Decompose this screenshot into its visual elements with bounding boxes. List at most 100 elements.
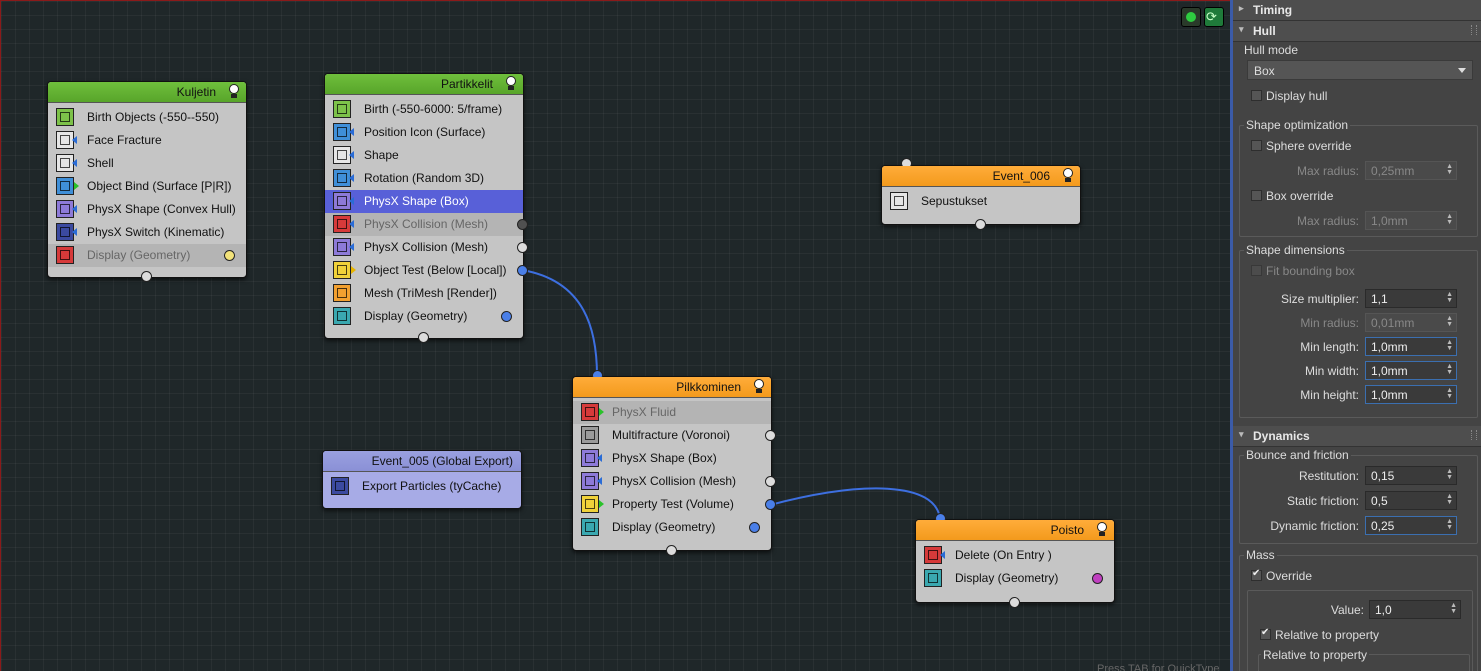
operator-row[interactable]: Object Bind (Surface [P|R]) — [48, 175, 246, 198]
min-width-spinner[interactable]: 1,0mm▲▼ — [1365, 361, 1457, 380]
sphere-override-checkbox[interactable] — [1251, 140, 1262, 151]
operator-row[interactable]: Birth Objects (-550--550) — [48, 106, 246, 129]
output-port[interactable] — [765, 476, 776, 487]
input-port[interactable] — [418, 332, 429, 343]
size-multiplier-spinner[interactable]: 1,1▲▼ — [1365, 289, 1457, 308]
operator-row[interactable]: PhysX Shape (Box) — [573, 447, 771, 470]
panel-splitter[interactable] — [1230, 0, 1233, 671]
grip-icon[interactable] — [1471, 25, 1477, 35]
node-header[interactable]: Poisto — [916, 520, 1114, 541]
override-checkbox[interactable] — [1251, 568, 1262, 581]
max-radius-spinner[interactable]: 1,0mm▲▼ — [1365, 211, 1457, 230]
mesh-icon — [333, 284, 351, 302]
operator-row[interactable]: Display (Geometry) — [48, 244, 246, 267]
display-icon — [581, 518, 599, 536]
hull-mode-dropdown[interactable]: Box — [1247, 60, 1473, 80]
spinner-value: 1,0mm — [1371, 340, 1408, 354]
spinner-value: 0,25 — [1371, 519, 1395, 533]
output-port[interactable] — [749, 522, 760, 533]
output-port[interactable] — [975, 219, 986, 230]
output-port[interactable] — [501, 311, 512, 322]
operator-label: Birth Objects (-550--550) — [87, 110, 220, 124]
output-port[interactable] — [224, 250, 235, 261]
event-node-partikkelit[interactable]: Partikkelit Birth (-550-6000: 5/frame) P… — [324, 73, 528, 343]
operator-row[interactable]: Sepustukset — [882, 190, 1080, 213]
operator-row[interactable]: PhysX Switch (Kinematic) — [48, 221, 246, 244]
min-radius-spinner[interactable]: 0,01mm▲▼ — [1365, 313, 1457, 332]
operator-label: PhysX Fluid — [612, 405, 677, 419]
status-indicator-button[interactable] — [1181, 7, 1201, 27]
event-graph-canvas[interactable]: Kuljetin Birth Objects (-550--550) Face … — [0, 0, 1230, 671]
operator-row[interactable]: Delete (On Entry ) — [916, 544, 1114, 567]
operator-row[interactable]: Object Test (Below [Local]) — [325, 259, 528, 282]
output-port[interactable] — [765, 499, 776, 510]
operator-row[interactable]: PhysX Fluid — [573, 401, 771, 424]
operator-row[interactable]: Export Particles (tyCache) — [323, 475, 521, 498]
operator-row[interactable]: Shell — [48, 152, 246, 175]
lightbulb-icon[interactable] — [1095, 522, 1109, 537]
restitution-label: Restitution: — [1298, 469, 1359, 483]
lightbulb-icon[interactable] — [504, 76, 518, 91]
operator-label: Face Fracture — [87, 133, 162, 147]
output-port[interactable] — [517, 265, 528, 276]
operator-row[interactable]: Display (Geometry) — [916, 567, 1114, 590]
operator-row[interactable]: Face Fracture — [48, 129, 246, 152]
event-node-kuljetin[interactable]: Kuljetin Birth Objects (-550--550) Face … — [47, 81, 247, 282]
event-node-event005[interactable]: Event_005 (Global Export) Export Particl… — [322, 450, 522, 509]
rollout-timing[interactable]: ▸ Timing — [1233, 0, 1481, 21]
operator-row[interactable]: PhysX Collision (Mesh) — [325, 213, 528, 236]
mass-group — [1239, 555, 1478, 671]
fit-bounding-box-checkbox[interactable] — [1251, 265, 1262, 276]
restitution-spinner[interactable]: 0,15▲▼ — [1365, 466, 1457, 485]
operator-label: Object Test (Below [Local]) — [364, 263, 507, 277]
output-port[interactable] — [517, 242, 528, 253]
event-node-event006[interactable]: Event_006 Sepustukset — [881, 158, 1081, 230]
grip-icon[interactable] — [1471, 430, 1477, 440]
output-port[interactable] — [517, 219, 528, 230]
min-height-spinner[interactable]: 1,0mm▲▼ — [1365, 385, 1457, 404]
operator-label: PhysX Shape (Box) — [364, 194, 469, 208]
static-friction-spinner[interactable]: 0,5▲▼ — [1365, 491, 1457, 510]
rollout-hull[interactable]: ▾ Hull — [1233, 21, 1481, 42]
value-spinner[interactable]: 1,0▲▼ — [1369, 600, 1461, 619]
max-radius-spinner[interactable]: 0,25mm▲▼ — [1365, 161, 1457, 180]
operator-row[interactable]: Mesh (TriMesh [Render]) — [325, 282, 523, 305]
operator-row[interactable]: PhysX Shape (Convex Hull) — [48, 198, 246, 221]
event-node-poisto[interactable]: Poisto Delete (On Entry ) Display (Geome… — [915, 513, 1115, 608]
node-header[interactable]: Event_006 — [882, 166, 1080, 187]
operator-row[interactable]: PhysX Collision (Mesh) — [573, 470, 776, 493]
output-port[interactable] — [1009, 597, 1020, 608]
display-hull-checkbox[interactable] — [1251, 90, 1262, 101]
input-port[interactable] — [141, 271, 152, 282]
operator-row[interactable]: Display (Geometry) — [325, 305, 523, 328]
node-header[interactable]: Kuljetin — [48, 82, 246, 103]
lightbulb-icon[interactable] — [1061, 168, 1075, 183]
output-port[interactable] — [765, 430, 776, 441]
dynamic-friction-spinner[interactable]: 0,25▲▼ — [1365, 516, 1457, 535]
box-override-checkbox[interactable] — [1251, 190, 1262, 201]
physx-fluid-icon — [581, 403, 599, 421]
node-header[interactable]: Partikkelit — [325, 74, 523, 95]
min-length-spinner[interactable]: 1,0mm▲▼ — [1365, 337, 1457, 356]
wire-partikkelit-to-pilkkominen — [521, 269, 598, 377]
lightbulb-icon[interactable] — [752, 379, 766, 394]
operator-row[interactable]: Position Icon (Surface) — [325, 121, 523, 144]
output-port[interactable] — [666, 545, 677, 556]
operator-row[interactable]: PhysX Collision (Mesh) — [325, 236, 528, 259]
operator-row[interactable]: Property Test (Volume) — [573, 493, 776, 516]
output-port[interactable] — [1092, 573, 1103, 584]
operator-row[interactable]: Birth (-550-6000: 5/frame) — [325, 98, 523, 121]
event-node-pilkkominen[interactable]: Pilkkominen PhysX Fluid Multifracture (V… — [572, 370, 776, 556]
node-header[interactable]: Event_005 (Global Export) — [323, 451, 521, 472]
node-header[interactable]: Pilkkominen — [573, 377, 771, 398]
operator-row[interactable]: Shape — [325, 144, 523, 167]
operator-label: PhysX Shape (Convex Hull) — [87, 202, 236, 216]
operator-row[interactable]: Multifracture (Voronoi) — [573, 424, 776, 447]
refresh-button[interactable]: ⟳ — [1204, 7, 1224, 27]
lightbulb-icon[interactable] — [227, 84, 241, 99]
operator-row-selected[interactable]: PhysX Shape (Box) — [325, 190, 523, 213]
operator-row[interactable]: Rotation (Random 3D) — [325, 167, 523, 190]
relative-to-property-checkbox[interactable] — [1260, 627, 1271, 640]
rollout-dynamics[interactable]: ▾ Dynamics — [1233, 426, 1481, 447]
operator-row[interactable]: Display (Geometry) — [573, 516, 771, 539]
